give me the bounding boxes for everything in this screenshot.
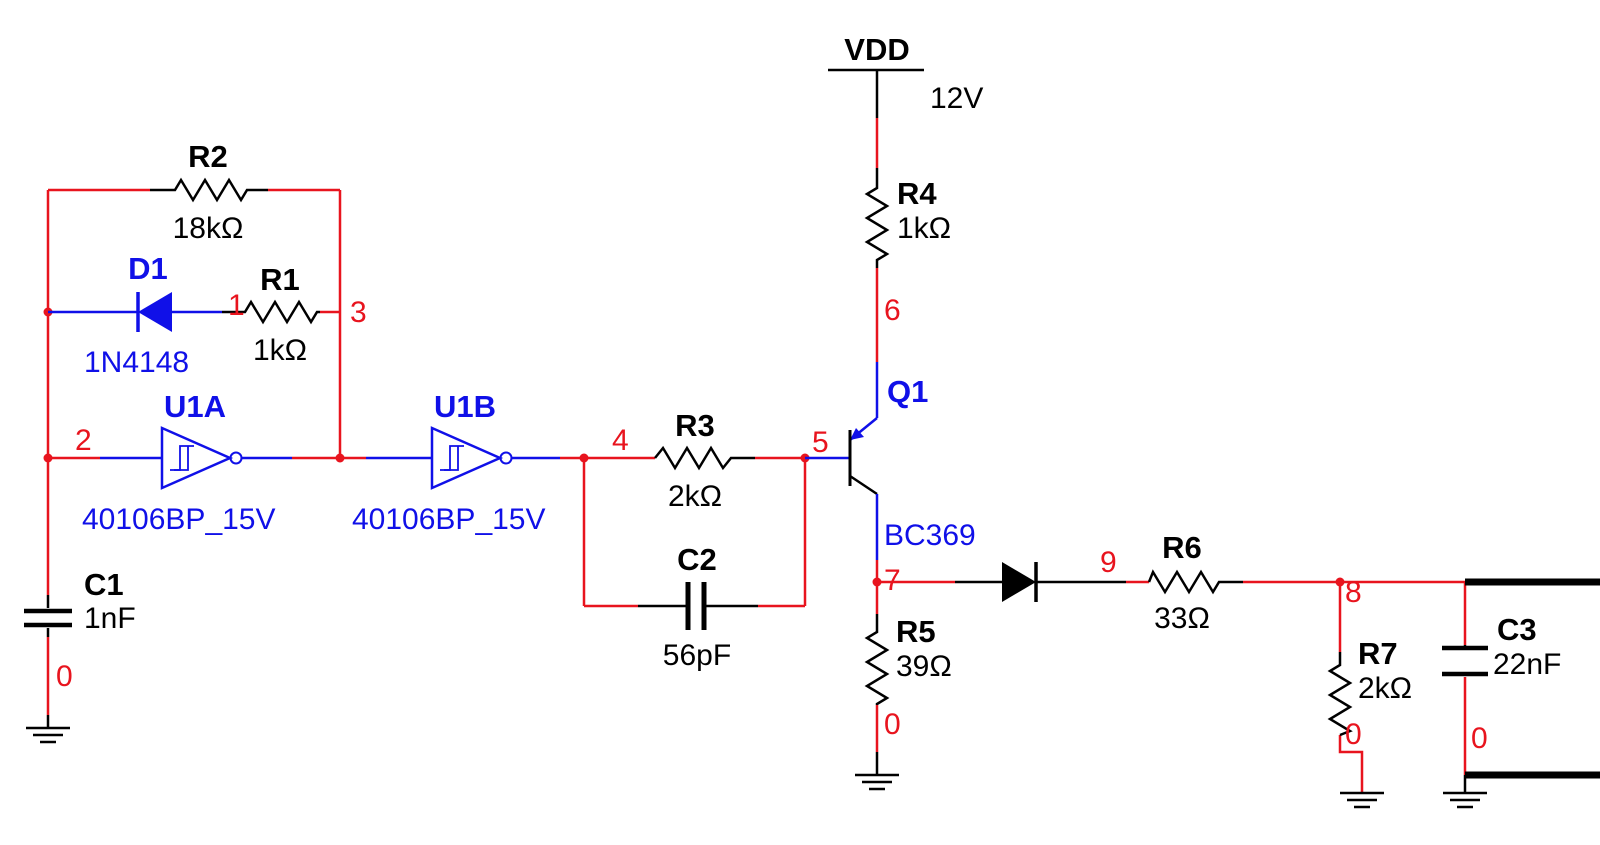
d1-part: 1N4148 [84, 346, 189, 379]
ground-symbol [855, 752, 899, 791]
capacitor-c2[interactable]: C2 56pF [638, 542, 758, 672]
r7-value: 2kΩ [1358, 672, 1412, 705]
node-label-4: 4 [612, 424, 629, 457]
u1b-ref: U1B [434, 389, 496, 424]
r5-value: 39Ω [896, 650, 952, 683]
resistor-r6[interactable]: R6 33Ω [1147, 530, 1243, 635]
node-label-9: 9 [1100, 546, 1117, 579]
resistor-r5[interactable]: R5 39Ω [864, 614, 952, 706]
r5-ref: R5 [896, 614, 936, 649]
r4-value: 1kΩ [897, 212, 951, 245]
ground-symbol [1443, 775, 1487, 809]
diode-d1[interactable]: D1 1N4148 [48, 251, 222, 379]
ground-symbol [26, 715, 70, 744]
node-label-1: 1 [228, 289, 245, 322]
node-label-6: 6 [884, 294, 901, 327]
vdd-supply[interactable]: VDD 12V [828, 32, 983, 118]
c2-ref: C2 [677, 542, 717, 577]
vdd-label: VDD [844, 32, 909, 67]
u1b-part: 40106BP_15V [352, 503, 546, 536]
c3-value: 22nF [1493, 648, 1561, 681]
r1-value: 1kΩ [253, 334, 307, 367]
u1a-part: 40106BP_15V [82, 503, 276, 536]
resistor-r1[interactable]: R1 1kΩ [222, 262, 320, 367]
c2-value: 56pF [663, 639, 731, 672]
node-label-5: 5 [812, 426, 829, 459]
c1-value: 1nF [84, 602, 136, 635]
r4-ref: R4 [897, 176, 937, 211]
transistor-q1[interactable]: Q1 BC369 [805, 362, 976, 582]
q1-part: BC369 [884, 519, 976, 552]
u1a-ref: U1A [164, 389, 226, 424]
c1-ref: C1 [84, 567, 124, 602]
r2-value: 18kΩ [173, 212, 244, 245]
node-label-7: 7 [884, 564, 901, 597]
inverter-u1a[interactable]: U1A 40106BP_15V [82, 389, 292, 536]
junction-dot [335, 453, 345, 463]
resistor-r4[interactable]: R4 1kΩ [864, 168, 951, 268]
d1-ref: D1 [128, 251, 168, 286]
q1-ref: Q1 [887, 374, 928, 409]
node-label-0: 0 [1345, 718, 1362, 751]
node-label-8: 8 [1345, 576, 1362, 609]
r3-value: 2kΩ [668, 480, 722, 513]
resistor-r2[interactable]: R2 18kΩ [150, 139, 268, 245]
resistor-r3[interactable]: R3 2kΩ [654, 408, 755, 513]
node-label-0: 0 [1471, 722, 1488, 755]
node-label-0: 0 [56, 660, 73, 693]
r2-ref: R2 [188, 139, 228, 174]
node-label-3: 3 [350, 296, 367, 329]
node-labels: 1 2 3 4 5 6 7 9 8 0 0 0 0 [56, 289, 1488, 755]
capacitor-c1[interactable]: C1 1nF [24, 567, 136, 637]
wires [46, 118, 1467, 793]
c3-ref: C3 [1497, 612, 1537, 647]
node-label-2: 2 [75, 424, 92, 457]
capacitor-c3[interactable]: C3 22nF [1442, 612, 1561, 681]
r6-value: 33Ω [1154, 602, 1210, 635]
diode-output[interactable] [955, 562, 1126, 602]
output-terminal-bars [1465, 578, 1600, 779]
ground-symbol [1340, 791, 1384, 809]
inverter-u1b[interactable]: U1B 40106BP_15V [352, 389, 560, 536]
node-label-0: 0 [884, 708, 901, 741]
junction-dot [43, 453, 53, 463]
r6-ref: R6 [1162, 530, 1202, 565]
r7-ref: R7 [1358, 636, 1398, 671]
junction-dot [1335, 577, 1345, 587]
resistor-r7[interactable]: R7 2kΩ [1327, 636, 1412, 737]
r1-ref: R1 [260, 262, 300, 297]
junction-dot [579, 453, 589, 463]
vdd-voltage: 12V [930, 82, 983, 115]
r3-ref: R3 [675, 408, 715, 443]
